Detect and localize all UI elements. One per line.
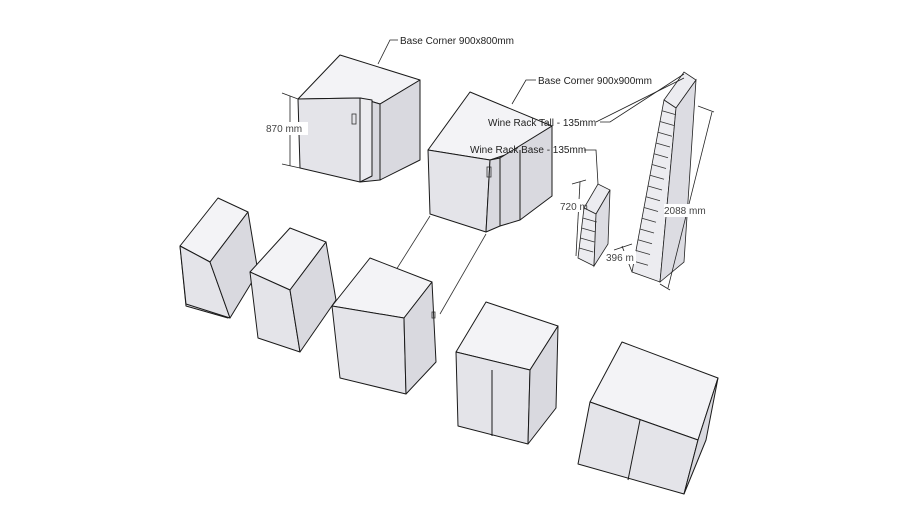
- wine-rack-base-shelves: [579, 217, 597, 253]
- rack-shelf: [635, 250, 651, 255]
- cabinet-wide-double-door[interactable]: [577, 341, 719, 495]
- rack-shelf: [649, 174, 665, 180]
- base-corner-900x900-label: Base Corner 900x900mm: [538, 76, 652, 87]
- label-base-corner-900x900: Base Corner 900x900mm: [511, 76, 652, 105]
- rack-shelf: [659, 121, 675, 126]
- rack-shelf: [647, 185, 663, 191]
- label-wine-rack-base: Wine Rack Base - 135mm: [470, 145, 599, 185]
- wine-rack-base[interactable]: [577, 183, 611, 268]
- cabinet-narrow-2[interactable]: [249, 227, 337, 353]
- rack-shelf: [645, 196, 661, 202]
- cabinet-medium[interactable]: [331, 257, 437, 395]
- wine-base-height-label: 720 m: [560, 202, 588, 213]
- rack-shelf: [579, 247, 594, 253]
- handle-icon: [486, 166, 492, 178]
- dimension-corner-height: 870 mm: [262, 92, 308, 169]
- wine-rack-tall-shelves: [633, 110, 677, 266]
- rack-shelf: [651, 164, 667, 169]
- rack-shelf: [639, 228, 655, 234]
- dimension-wine-tall-height: 2088 mm: [659, 105, 715, 291]
- label-wine-rack-tall: Wine Rack Tall - 135mm: [488, 73, 685, 129]
- guide-lines: [395, 215, 487, 315]
- cabinet-narrow-1[interactable]: [179, 197, 259, 319]
- wine-rack-tall[interactable]: [631, 71, 697, 283]
- rack-shelf: [643, 207, 659, 212]
- wine-rack-tall-label: Wine Rack Tall - 135mm: [488, 118, 596, 129]
- handle-icon: [351, 113, 357, 125]
- corner-height-label: 870 mm: [266, 124, 302, 135]
- cabinet-double-door[interactable]: [455, 301, 559, 445]
- base-corner-900x900-cabinet[interactable]: [427, 91, 553, 233]
- dimension-wine-depth: 396 m: [606, 243, 636, 273]
- rack-shelf: [580, 237, 595, 243]
- base-corner-900x800-label: Base Corner 900x800mm: [400, 36, 514, 47]
- rack-shelf: [581, 227, 596, 233]
- rack-shelf: [582, 217, 597, 223]
- label-base-corner-900x800: Base Corner 900x800mm: [377, 36, 514, 65]
- wine-rack-base-label: Wine Rack Base - 135mm: [470, 145, 586, 156]
- dimension-wine-base-height: 720 m: [558, 179, 588, 257]
- wine-tall-height-label: 2088 mm: [664, 206, 706, 217]
- wine-depth-label: 396 m: [606, 253, 634, 264]
- rack-shelf: [661, 110, 677, 116]
- rack-shelf: [653, 153, 669, 159]
- rack-shelf: [655, 142, 671, 148]
- base-corner-900x800-cabinet[interactable]: [297, 54, 421, 183]
- handle-icon: [431, 311, 436, 319]
- rack-shelf: [633, 260, 649, 266]
- rack-shelf: [641, 217, 657, 223]
- rack-shelf: [657, 131, 673, 137]
- rack-shelf: [637, 239, 653, 245]
